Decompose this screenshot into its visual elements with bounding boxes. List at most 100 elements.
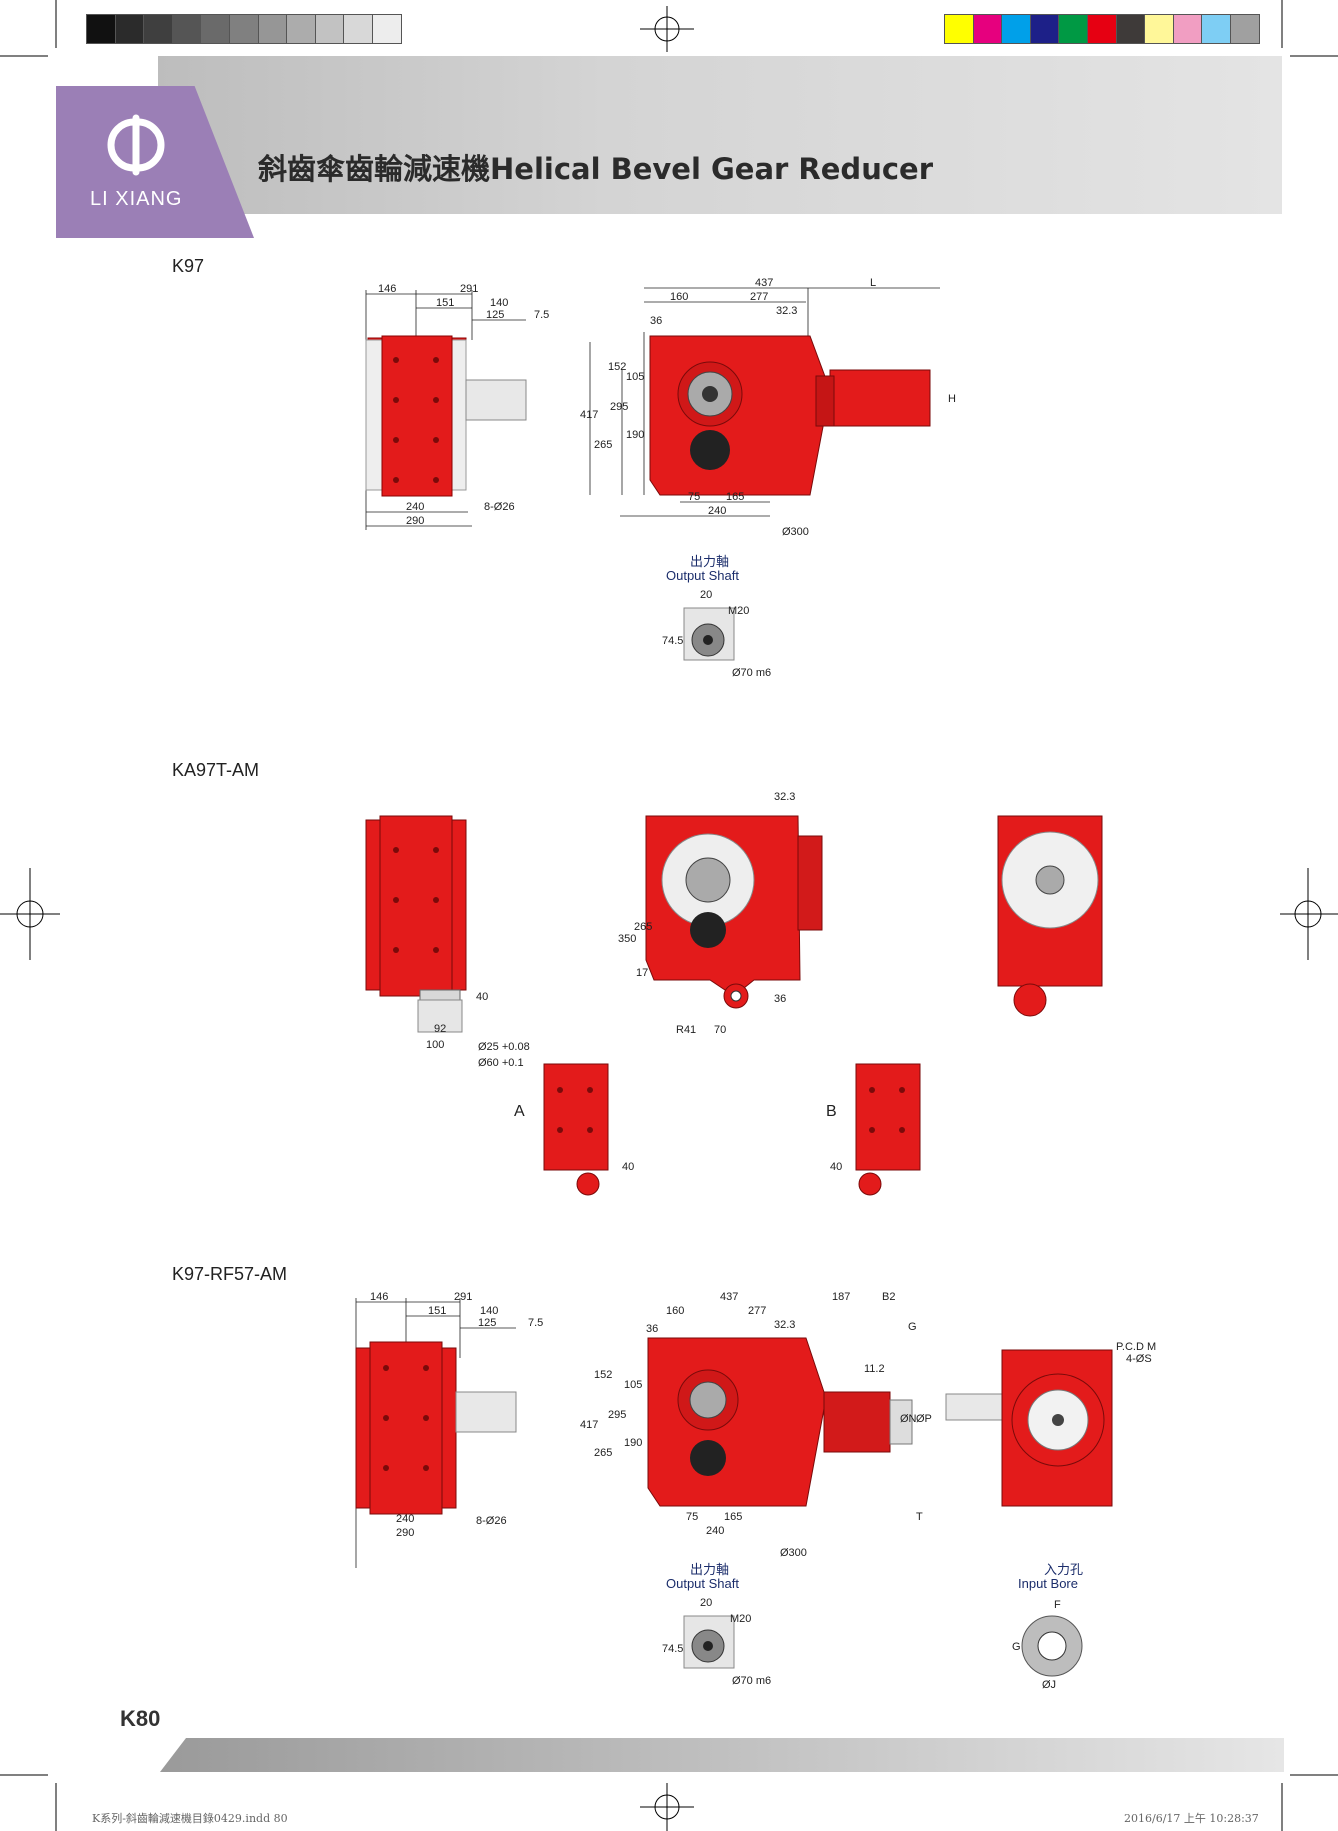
dim-label: 92 bbox=[434, 1023, 446, 1035]
dim-label: 265 bbox=[594, 439, 612, 451]
holes-label: 4-ØS bbox=[1126, 1353, 1152, 1365]
dim-label: 105 bbox=[626, 371, 644, 383]
dim-label: 146 bbox=[378, 283, 396, 295]
section-label-k97: K97 bbox=[172, 256, 205, 276]
color-swatch bbox=[1201, 14, 1232, 44]
dim-label: F bbox=[1054, 1599, 1061, 1611]
dim-label: 40 bbox=[830, 1161, 842, 1173]
input-bore-title-en: Input Bore bbox=[1018, 1576, 1078, 1591]
ka97-side-view-drawing: 40 92 100 Ø25 +0.08 Ø60 +0.1 bbox=[365, 815, 530, 1069]
dim-label: 105 bbox=[624, 1379, 642, 1391]
color-swatch bbox=[1230, 14, 1260, 44]
dim-label: 151 bbox=[436, 297, 454, 309]
color-swatch bbox=[343, 14, 374, 44]
dim-label: 437 bbox=[720, 1291, 738, 1303]
dim-label: 146 bbox=[370, 1291, 388, 1303]
input-bore-title-cn: 入力孔 bbox=[1044, 1562, 1083, 1577]
dim-label: 165 bbox=[724, 1511, 742, 1523]
dim-label: 265 bbox=[594, 1447, 612, 1459]
color-swatch bbox=[1172, 14, 1203, 44]
dim-label: 125 bbox=[478, 1317, 496, 1329]
k97-side-view-drawing: 146 291 151 140 125 7.5 240 290 8-Ø26 bbox=[365, 283, 549, 530]
dim-label: 290 bbox=[406, 515, 424, 527]
dim-label: 125 bbox=[486, 309, 504, 321]
dim-label: 75 bbox=[686, 1511, 698, 1523]
dim-label: 74.5 bbox=[662, 1643, 683, 1655]
dim-label: 187 bbox=[832, 1291, 850, 1303]
dim-label: 190 bbox=[624, 1437, 642, 1449]
color-swatch bbox=[114, 14, 145, 44]
ka97-view-b-drawing: B 40 bbox=[826, 1063, 921, 1196]
dim-label: 20 bbox=[700, 1597, 712, 1609]
dim-label: G bbox=[1012, 1641, 1021, 1653]
color-swatch bbox=[286, 14, 317, 44]
output-shaft-title-cn: 出力軸 bbox=[690, 1562, 729, 1577]
brand-name: LI XIANG bbox=[90, 188, 183, 210]
dim-label: Ø60 +0.1 bbox=[478, 1057, 524, 1069]
dim-label: 36 bbox=[646, 1323, 658, 1335]
dim-label: 11.2 bbox=[864, 1363, 885, 1375]
dim-label: M20 bbox=[728, 605, 749, 617]
dim-label: 437 bbox=[755, 277, 773, 289]
dim-label: 70 bbox=[714, 1024, 726, 1036]
color-swatch bbox=[944, 14, 974, 44]
dim-label: 8-Ø26 bbox=[476, 1515, 507, 1527]
color-swatch bbox=[200, 14, 231, 44]
ka97-front-view-drawing: 32.3 350 265 17 R41 70 36 bbox=[618, 791, 823, 1036]
dim-label: 291 bbox=[454, 1291, 472, 1303]
dim-label: Ø70 m6 bbox=[732, 1675, 771, 1687]
k97rf-output-shaft-drawing: 出力軸 Output Shaft 20 M20 74.5 Ø70 m6 bbox=[662, 1562, 771, 1687]
dim-label: 74.5 bbox=[662, 635, 683, 647]
dim-label: 291 bbox=[460, 283, 478, 295]
footer-timestamp: 2016/6/17 上午 10:28:37 bbox=[1124, 1812, 1259, 1825]
color-swatch bbox=[1058, 14, 1089, 44]
dim-label: 160 bbox=[670, 291, 688, 303]
dim-label: Ø25 +0.08 bbox=[478, 1041, 530, 1053]
section-label-k97-rf57-am: K97-RF57-AM bbox=[172, 1264, 288, 1284]
dim-label: 32.3 bbox=[774, 1319, 795, 1331]
registration-mark-right bbox=[1280, 868, 1338, 960]
ka97-end-view-drawing bbox=[997, 815, 1103, 1017]
k97-output-shaft-drawing: 出力軸 Output Shaft 20 M20 74.5 Ø70 m6 bbox=[662, 554, 771, 679]
dim-label: T bbox=[916, 1511, 923, 1523]
section-label-ka97t-am: KA97T-AM bbox=[172, 760, 260, 780]
dim-label: 7.5 bbox=[528, 1317, 543, 1329]
dim-label: 240 bbox=[396, 1513, 414, 1525]
dim-label: 417 bbox=[580, 409, 598, 421]
dim-label: 417 bbox=[580, 1419, 598, 1431]
color-swatch bbox=[1144, 14, 1175, 44]
dim-label: G bbox=[908, 1321, 917, 1333]
dim-label: L bbox=[870, 277, 876, 289]
dim-label: R41 bbox=[676, 1024, 696, 1036]
view-a-label: A bbox=[514, 1103, 525, 1120]
dim-label: 190 bbox=[626, 429, 644, 441]
dim-label: ØP bbox=[916, 1413, 932, 1425]
footer-band bbox=[160, 1738, 1284, 1772]
registration-mark-bottom bbox=[640, 1783, 694, 1831]
dim-label: 152 bbox=[594, 1369, 612, 1381]
dim-label: 165 bbox=[726, 491, 744, 503]
footer-file-name: K系列-斜齒輪減速機目錄0429.indd 80 bbox=[92, 1812, 288, 1825]
dim-label: 295 bbox=[608, 1409, 626, 1421]
dim-label: Ø300 bbox=[782, 526, 809, 538]
color-swatch bbox=[1087, 14, 1117, 44]
k97rf-front-view-drawing: 437 187 B2 160 277 36 32.3 G 11.2 152 10… bbox=[580, 1291, 932, 1559]
dim-label: 295 bbox=[610, 401, 628, 413]
dim-label: 100 bbox=[426, 1039, 444, 1051]
dim-label: ØJ bbox=[1042, 1679, 1056, 1691]
dim-label: 151 bbox=[428, 1305, 446, 1317]
brand-logo-icon bbox=[107, 114, 165, 176]
k97rf-end-view-drawing: P.C.D M 4-ØS bbox=[945, 1341, 1156, 1507]
color-swatch bbox=[314, 14, 345, 44]
dim-label: 140 bbox=[490, 297, 508, 309]
k97rf-input-bore-drawing: 入力孔 Input Bore F G ØJ bbox=[1012, 1562, 1083, 1691]
dim-label: 265 bbox=[634, 921, 652, 933]
dim-label: 20 bbox=[700, 589, 712, 601]
dim-label: 160 bbox=[666, 1305, 684, 1317]
dim-label: 40 bbox=[622, 1161, 634, 1173]
color-swatch bbox=[372, 14, 402, 44]
dim-label: Ø70 m6 bbox=[732, 667, 771, 679]
registration-mark-top bbox=[640, 6, 694, 52]
dim-label: 75 bbox=[688, 491, 700, 503]
